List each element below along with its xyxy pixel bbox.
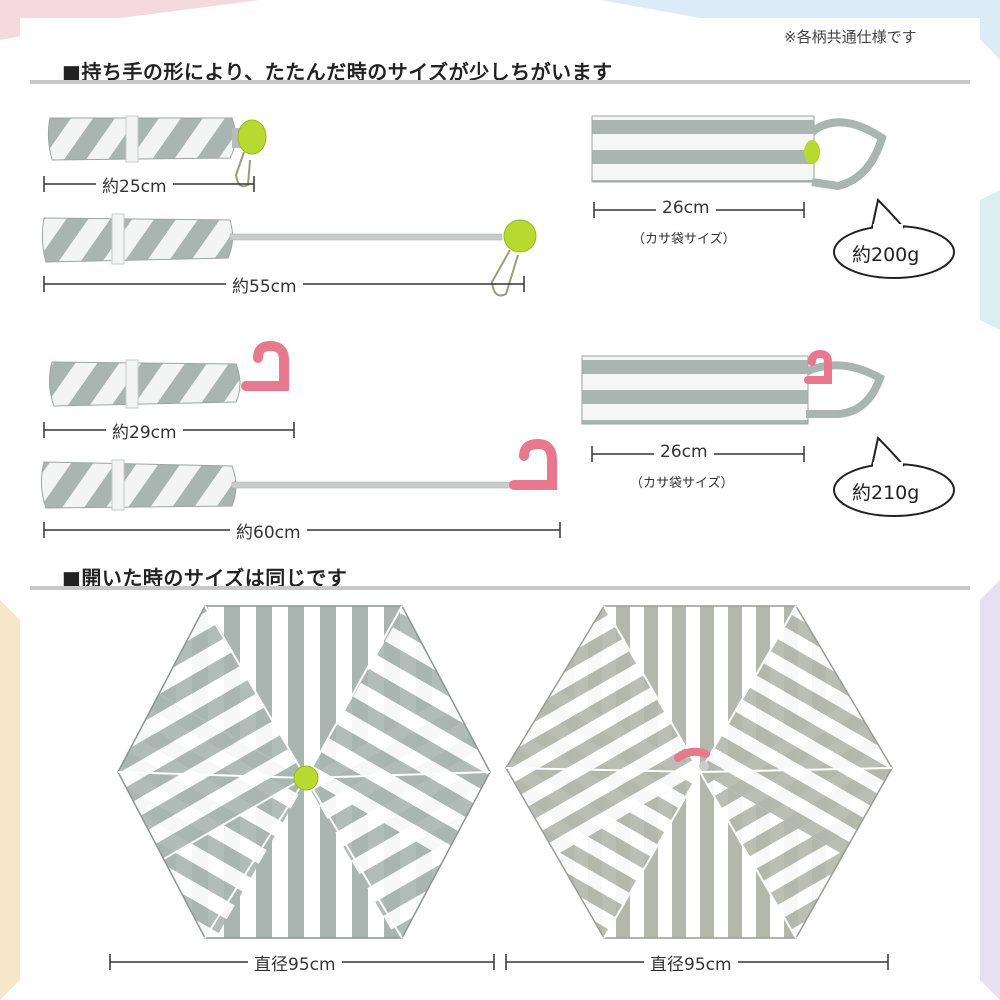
right-diameter: 直径95cm xyxy=(644,950,738,975)
diameter-lines xyxy=(109,954,889,970)
right-open-umbrella xyxy=(505,605,893,939)
left-diameter: 直径95cm xyxy=(248,950,342,975)
green-folded-length: 約25cm xyxy=(96,172,173,197)
pink-case-length: 26cm xyxy=(654,442,714,462)
section1-divider xyxy=(30,80,970,84)
green-weight: 約200g xyxy=(852,244,920,266)
pink-folded-length: 約29cm xyxy=(106,418,183,443)
green-case-caption: （カサ袋サイズ） xyxy=(632,232,736,247)
pink-folded-umbrella xyxy=(48,340,289,409)
pink-extended-umbrella xyxy=(40,438,557,511)
green-case-length: 26cm xyxy=(656,198,716,218)
green-folded-umbrella xyxy=(47,115,267,188)
pink-weight: 約210g xyxy=(852,482,920,504)
pink-case-caption: （カサ袋サイズ） xyxy=(630,476,734,491)
green-extended-umbrella xyxy=(41,213,537,297)
green-extended-length: 約55cm xyxy=(226,272,303,297)
section2-divider xyxy=(30,586,970,590)
green-umbrella-case xyxy=(591,115,887,191)
spec-note: ※各柄共通仕様です xyxy=(784,28,917,46)
pink-extended-length: 約60cm xyxy=(230,518,307,543)
pink-umbrella-case xyxy=(581,349,885,425)
weight-bubble-green xyxy=(833,197,955,279)
weight-bubble-pink xyxy=(833,435,955,517)
